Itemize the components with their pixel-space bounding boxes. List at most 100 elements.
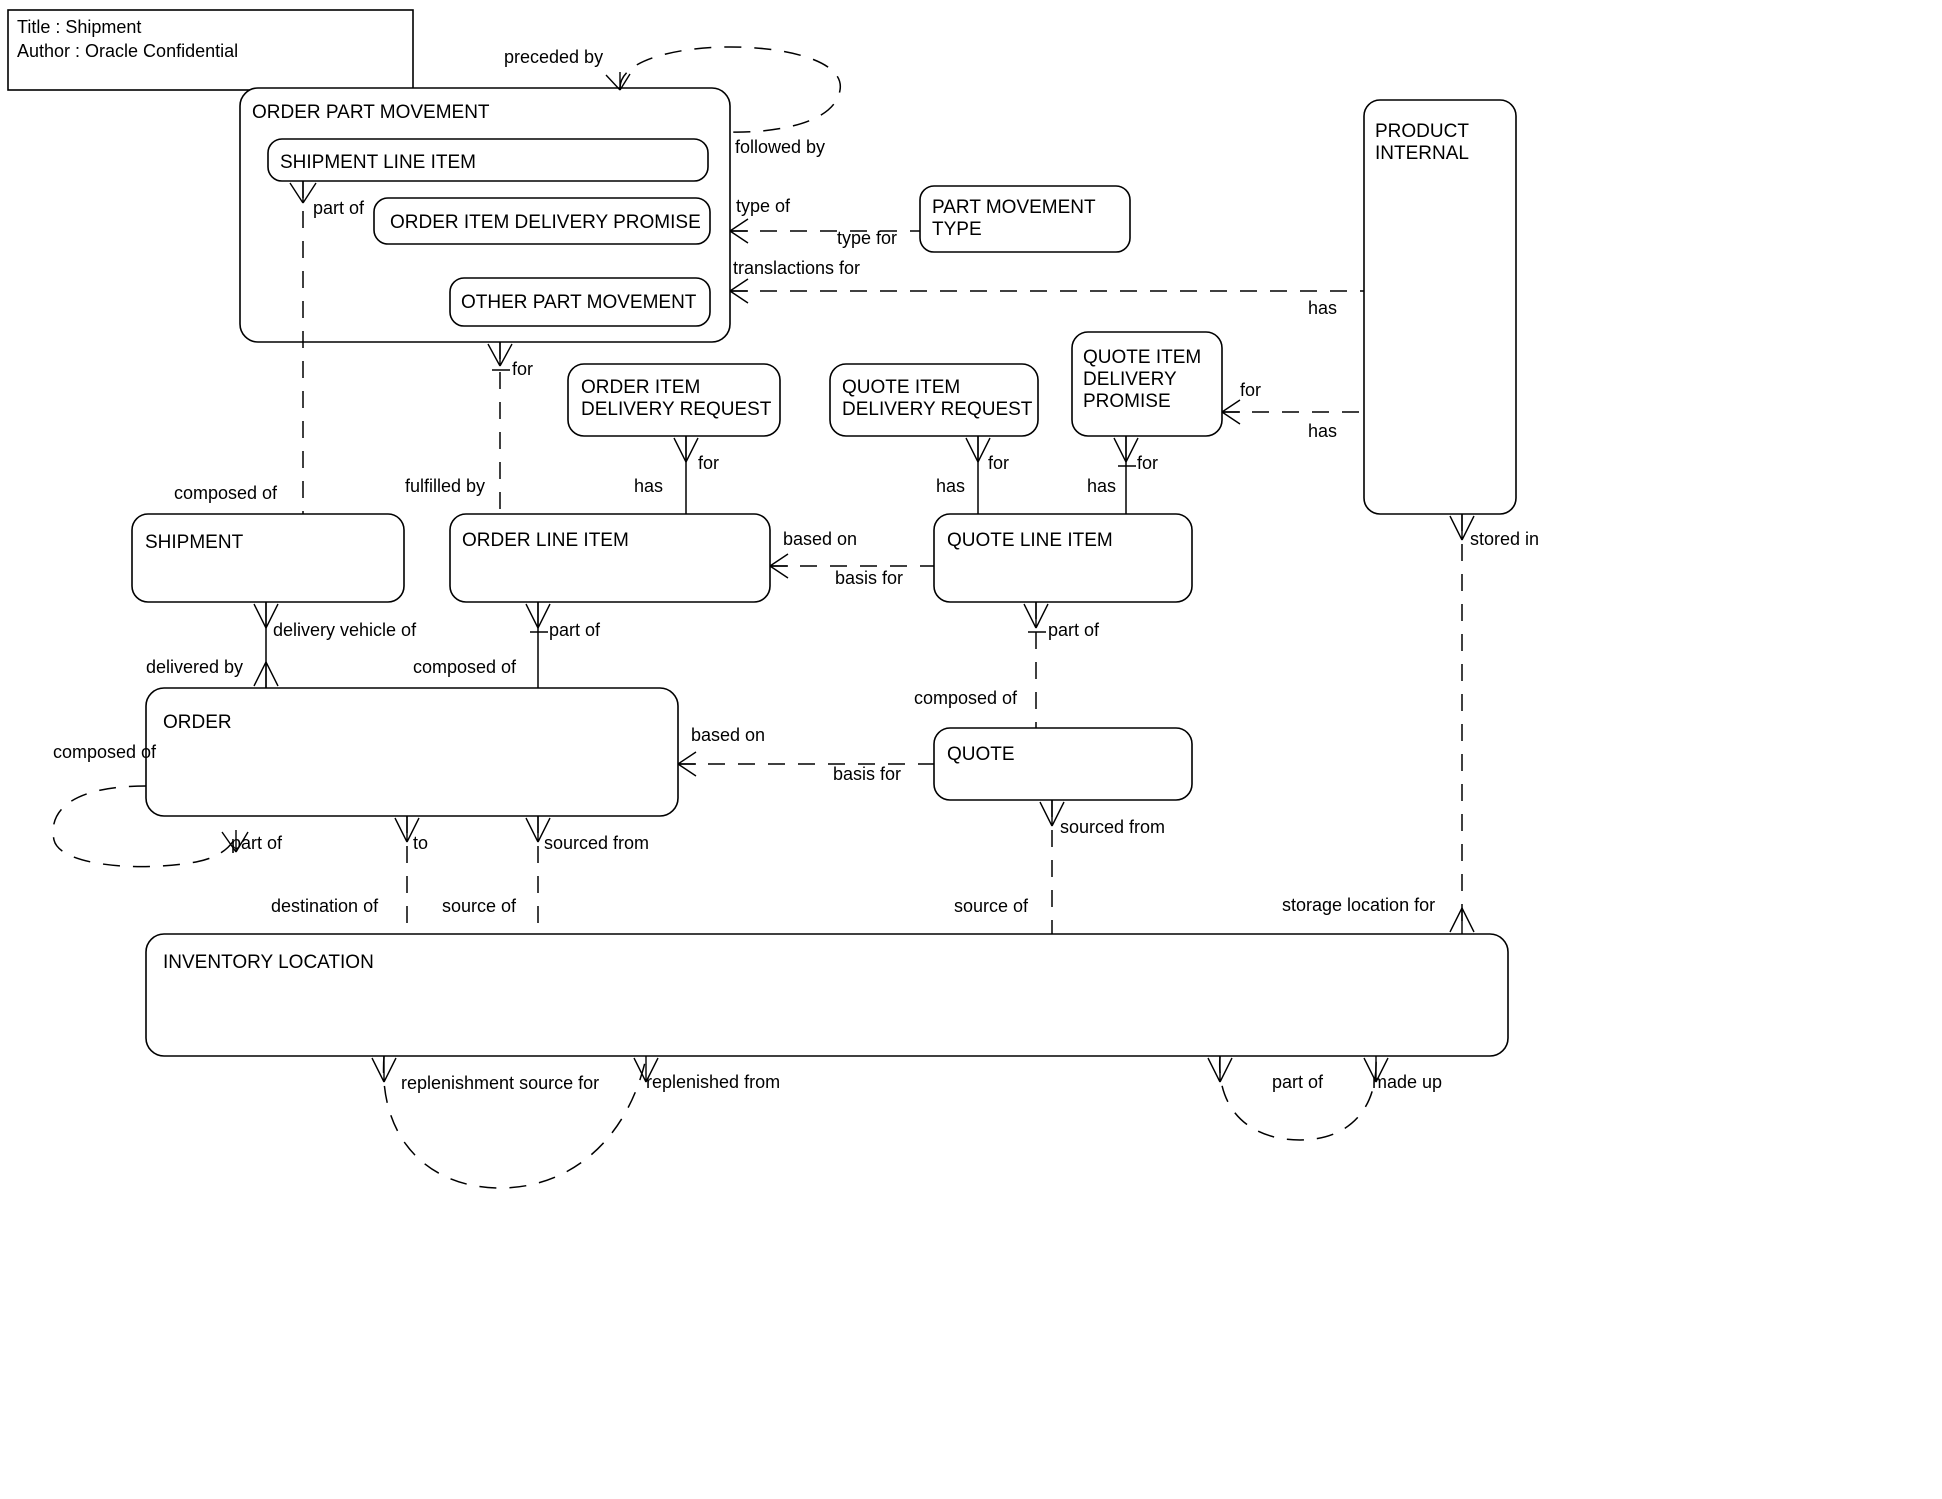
connector-shipment-order (253, 602, 279, 688)
entity-part-movement-type[interactable]: PART MOVEMENT TYPE (919, 185, 1131, 253)
rel-label-stored-in: stored in (1470, 529, 1539, 549)
rel-label-for-order-item-request: for (698, 453, 719, 473)
entity-label-line2: INTERNAL (1375, 143, 1469, 164)
rel-label-followed-by: followed by (735, 137, 825, 157)
rel-label-for-quote-item-request: for (988, 453, 1009, 473)
connector-line-item-based-on (769, 553, 934, 579)
connector-order-self-loop (52, 785, 249, 868)
rel-label-composed-of-shipment: composed of (174, 483, 278, 503)
rel-label-for-quote-promise-line: for (1137, 453, 1158, 473)
rel-label-delivery-vehicle-of: delivery vehicle of (273, 620, 417, 640)
rel-label-for-other-part-movement: for (512, 359, 533, 379)
entity-box[interactable] (933, 513, 1193, 603)
entity-box[interactable] (1071, 331, 1223, 437)
entity-box[interactable] (145, 933, 1509, 1057)
rel-label-sourced-from-order: sourced from (544, 833, 649, 853)
rel-label-composed-of-order-self: composed of (53, 742, 157, 762)
connector-inventory-replenishment-loop (371, 1055, 659, 1189)
rel-label-based-on-line-item: based on (783, 529, 857, 549)
rel-label-for-quote-item-promise: for (1240, 380, 1261, 400)
connector-for-part-movement (487, 342, 513, 514)
rel-label-part-of-order: part of (231, 833, 283, 853)
rel-label-has-order-line: has (634, 476, 663, 496)
rel-label-preceded-by: preceded by (504, 47, 603, 67)
rel-label-storage-location-for: storage location for (1282, 895, 1435, 915)
title-line: Title : Shipment (17, 17, 141, 37)
entity-label-line1: ORDER ITEM (581, 377, 700, 398)
connector-translactions-for (729, 278, 1364, 304)
entity-order-item-delivery-request[interactable]: ORDER ITEM DELIVERY REQUEST (567, 363, 781, 437)
entity-label-line1: QUOTE ITEM (1083, 347, 1201, 368)
connector-type-of (729, 218, 920, 244)
entity-box[interactable] (919, 185, 1131, 253)
connector-quote-item-request-line-item (965, 436, 991, 514)
entity-quote[interactable]: QUOTE (933, 727, 1193, 801)
entity-product-internal[interactable]: PRODUCT INTERNAL (1363, 99, 1517, 515)
entity-shipment-line-item[interactable]: SHIPMENT LINE ITEM (267, 138, 709, 182)
connector-stored-in (1449, 514, 1475, 934)
connector-quote-line-item-quote (1023, 602, 1049, 728)
entity-label: ORDER LINE ITEM (462, 530, 629, 551)
entity-box[interactable] (567, 363, 781, 437)
connector-order-line-item-order (525, 602, 551, 688)
entity-order-line-item[interactable]: ORDER LINE ITEM (449, 513, 771, 603)
entity-shipment[interactable]: SHIPMENT (131, 513, 405, 603)
rel-label-composed-of-quote-line: composed of (914, 688, 1018, 708)
entity-quote-item-delivery-promise[interactable]: QUOTE ITEM DELIVERY PROMISE (1071, 331, 1223, 437)
entity-label: SHIPMENT LINE ITEM (280, 152, 476, 173)
entity-box[interactable] (449, 513, 771, 603)
title-box: Title : Shipment Author : Oracle Confide… (7, 9, 414, 91)
entity-label-line2: DELIVERY REQUEST (581, 399, 772, 420)
entity-label-line2: TYPE (932, 219, 982, 240)
connector-order-destination-inventory (394, 816, 420, 934)
rel-label-type-of: type of (736, 196, 791, 216)
entity-quote-item-delivery-request[interactable]: QUOTE ITEM DELIVERY REQUEST (829, 363, 1039, 437)
entity-box[interactable] (1363, 99, 1517, 515)
rel-label-fulfilled-by: fulfilled by (405, 476, 485, 496)
entity-label-line2: DELIVERY REQUEST (842, 399, 1033, 420)
entity-box[interactable] (829, 363, 1039, 437)
entity-label: SHIPMENT (145, 532, 244, 553)
rel-label-has-quote-promise: has (1087, 476, 1116, 496)
entity-label: QUOTE (947, 744, 1015, 765)
entity-box[interactable] (131, 513, 405, 603)
entity-box[interactable] (145, 687, 679, 817)
entity-box[interactable] (449, 277, 711, 327)
entity-order[interactable]: ORDER (145, 687, 679, 817)
entity-label: ORDER PART MOVEMENT (252, 102, 490, 123)
rel-label-has-product-top: has (1308, 298, 1337, 318)
entity-inventory-location[interactable]: INVENTORY LOCATION (145, 933, 1509, 1057)
rel-label-made-up: made up (1372, 1072, 1442, 1092)
entity-quote-line-item[interactable]: QUOTE LINE ITEM (933, 513, 1193, 603)
entity-label: QUOTE LINE ITEM (947, 530, 1113, 551)
entity-label: ORDER ITEM DELIVERY PROMISE (390, 212, 701, 233)
entity-label-line1: QUOTE ITEM (842, 377, 960, 398)
rel-label-replenishment-source-for: replenishment source for (401, 1073, 599, 1093)
rel-label-has-product-bottom: has (1308, 421, 1337, 441)
rel-label-source-of-quote: source of (954, 896, 1029, 916)
rel-label-has-quote-line: has (936, 476, 965, 496)
connector-quote-promise-product (1221, 399, 1364, 425)
rel-label-based-on-order: based on (691, 725, 765, 745)
author-line: Author : Oracle Confidential (17, 41, 238, 61)
entity-order-item-delivery-promise[interactable]: ORDER ITEM DELIVERY PROMISE (373, 197, 711, 245)
rel-label-composed-of-order-line: composed of (413, 657, 517, 677)
rel-label-type-for: type for (837, 228, 897, 248)
entity-label-line1: PRODUCT (1375, 121, 1469, 142)
rel-label-translactions-for: translactions for (733, 258, 860, 278)
entity-box[interactable] (267, 138, 709, 182)
entity-box[interactable] (373, 197, 711, 245)
rel-label-replenished-from: replenished from (646, 1072, 780, 1092)
entity-other-part-movement[interactable]: OTHER PART MOVEMENT (449, 277, 711, 327)
connector-quote-item-promise-line-item (1113, 436, 1139, 514)
entity-label-line1: PART MOVEMENT (932, 197, 1096, 218)
rel-label-basis-for-order: basis for (833, 764, 901, 784)
connector-part-of-shipment-line (289, 181, 317, 514)
entity-label: INVENTORY LOCATION (163, 952, 374, 973)
connector-quote-source-inventory (1039, 800, 1065, 934)
rel-label-part-of-quote-line: part of (1048, 620, 1100, 640)
rel-label-part-of-inventory: part of (1272, 1072, 1324, 1092)
connector-order-item-request-line-item (673, 436, 699, 514)
